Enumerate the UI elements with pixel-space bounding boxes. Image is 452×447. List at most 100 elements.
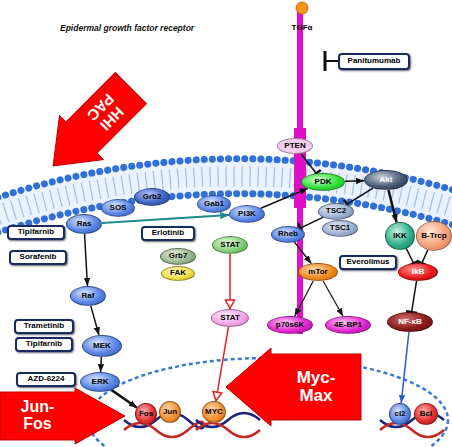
ligand-circle: [296, 2, 308, 14]
node-label: Raf: [82, 292, 95, 300]
protein-ellipse: Fos: [135, 403, 157, 425]
node-label: Sorafenib: [20, 253, 57, 261]
activation-arrow: [229, 254, 231, 309]
inhibition-line: [412, 281, 417, 312]
node-label: PDK: [315, 178, 332, 186]
drug-box: Erlotinib: [141, 226, 195, 241]
node-label: HHI PAC: [79, 86, 132, 139]
protein-ellipse: NF-κB: [387, 312, 433, 332]
node-label: Jun- Fos: [13, 399, 63, 433]
protein-ellipse: ERK: [80, 372, 120, 392]
node-label: Panitumumab: [348, 57, 401, 65]
dna-strand: [124, 422, 204, 437]
node-label: Tipifarnib: [26, 340, 62, 348]
protein-ellipse: Grb2: [134, 188, 170, 206]
callout-arrow-body: Myc- Max: [271, 354, 361, 420]
protein-ellipse: IkB: [398, 263, 438, 281]
inhibition-line: [347, 188, 373, 204]
protein-ellipse: Ras: [66, 214, 102, 234]
node-label: Erlotinib: [152, 229, 184, 237]
protein-ellipse: Grb7: [160, 248, 196, 265]
activation-arrow: [323, 281, 343, 316]
protein-ellipse: STAT: [212, 236, 248, 254]
protein-ellipse: Rheb: [271, 226, 305, 243]
drug-box: Everolimus: [339, 255, 397, 270]
protein-ellipse: SOS: [101, 199, 135, 217]
activation-arrow: [91, 306, 99, 335]
protein-ellipse: p70s6K: [267, 316, 313, 334]
protein-ellipse: mTor: [298, 263, 338, 281]
protein-ellipse: STAT: [211, 309, 249, 327]
node-label: TGFα: [292, 24, 313, 32]
node-label: Akt: [380, 176, 393, 184]
node-label: Rheb: [278, 230, 298, 238]
inhibition-line: [301, 154, 316, 174]
membrane-band: [0, 159, 452, 235]
node-label: MEK: [93, 342, 111, 350]
node-label: Grb2: [143, 193, 162, 201]
protein-ellipse: 4E-BP1: [325, 316, 371, 334]
drug-box: Tipifarnib: [15, 337, 73, 352]
callout-arrow-polygon: [0, 388, 125, 444]
activation-arrow: [100, 357, 102, 372]
inhibition-line: [422, 250, 428, 263]
callout-arrow-polygon: [226, 348, 361, 426]
drug-box: Sorafenib: [9, 250, 67, 265]
node-label: mTor: [308, 268, 327, 276]
protein-ellipse: cl2: [389, 403, 411, 425]
protein-ellipse: TSC1: [322, 220, 358, 237]
drug-box: Tipifarnib: [7, 225, 65, 240]
inhibitor-bar: [324, 51, 327, 71]
node-label: Ras: [77, 220, 92, 228]
activation-arrow: [294, 242, 311, 264]
protein-ellipse: PI3K: [229, 205, 265, 223]
callout-arrow-polygon: [31, 66, 153, 188]
lipid-heads: [0, 194, 452, 235]
node-label: SOS: [110, 204, 127, 212]
node-label: Fos: [139, 410, 153, 418]
node-label: cl2: [394, 410, 405, 418]
dna-strand: [196, 423, 260, 437]
protein-ellipse: Raf: [70, 286, 106, 306]
node-label: STAT: [220, 241, 240, 249]
node-label: Tipifarnib: [18, 228, 54, 236]
protein-ellipse: FAK: [161, 266, 195, 281]
node-label: FAK: [170, 269, 186, 277]
protein-ellipse: PTEN: [277, 138, 313, 154]
protein-ellipse: MYC: [202, 401, 226, 423]
activation-arrow: [388, 190, 396, 222]
protein-ellipse: Jun: [159, 401, 181, 423]
activation-arrow: [112, 390, 137, 408]
callout-arrow-shape: [226, 348, 361, 426]
node-label: TSC2: [326, 207, 346, 215]
activation-arrow: [216, 327, 229, 401]
callout-arrow: Jun- Fos: [0, 388, 125, 444]
node-label: Grb7: [169, 252, 188, 260]
activation-arrow: [401, 332, 409, 403]
protein-ellipse: MEK: [82, 335, 122, 357]
protein-ellipse: Gab1: [197, 195, 231, 213]
diagram-title: Epidermal growth factor receptor: [60, 23, 194, 33]
node-label: Gab1: [204, 200, 224, 208]
node-label: STAT: [220, 314, 240, 322]
node-label: Myc- Max: [288, 369, 344, 405]
inhibition-line: [300, 217, 323, 228]
activation-arrow: [295, 281, 314, 316]
protein-ellipse: B-Trcp: [416, 221, 452, 251]
node-label: TSC1: [330, 224, 350, 232]
protein-ellipse: Akt: [364, 170, 408, 190]
protein-ellipse: TSC2: [318, 203, 354, 220]
protein-ellipse: IKK: [385, 222, 415, 250]
node-label: IKK: [393, 232, 407, 240]
node-label: IkB: [412, 268, 424, 276]
node-label: Jun: [163, 408, 177, 416]
node-label: 4E-BP1: [334, 321, 362, 329]
drug-box: AZD-6224: [16, 372, 76, 387]
drug-box: Trametinib: [14, 319, 74, 334]
node-label: Everolimus: [346, 258, 389, 266]
node-label: PI3K: [238, 210, 256, 218]
node-label: NF-κB: [398, 318, 422, 326]
inhibition-line: [406, 249, 413, 264]
drug-box: Panitumumab: [338, 53, 410, 70]
